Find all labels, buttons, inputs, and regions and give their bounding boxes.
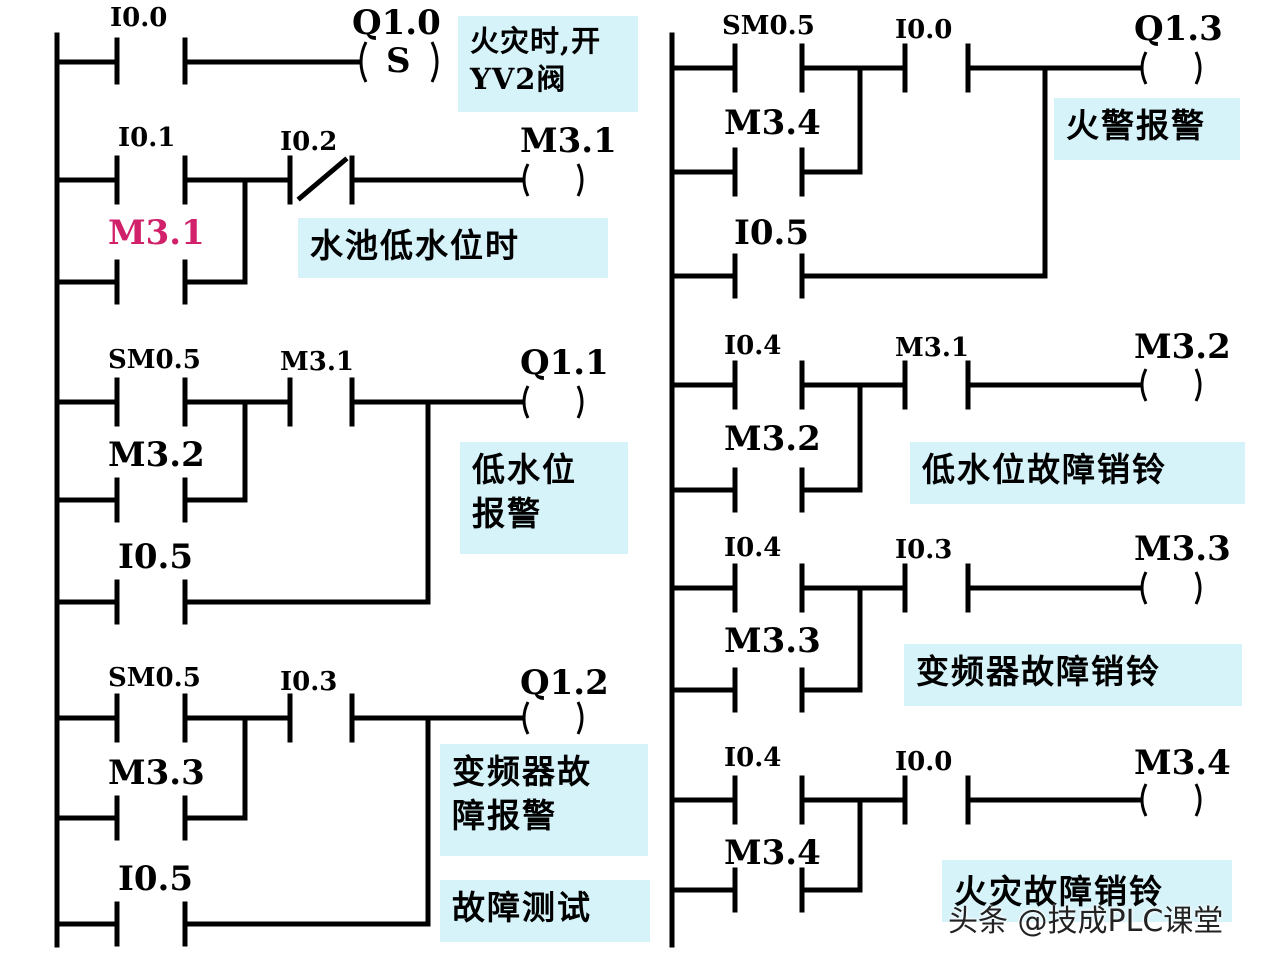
contact-label: SM0.5 [108,663,201,693]
contact-label: I0.2 [280,127,337,157]
note-low-water-fault-silence: 低水位故障销铃 [910,442,1245,504]
coil-label: M3.4 [1134,743,1231,783]
rung-8 [669,775,1202,913]
contact-label: M3.4 [724,103,821,143]
contact-label: M3.2 [724,419,821,459]
contact-label: M3.3 [108,753,205,793]
contact-label: M3.3 [724,621,821,661]
contact-label: M3.1 [895,333,969,363]
coil-label: M3.3 [1134,529,1231,569]
note-fire-open-valve: 火灾时,开 YV2阀 [458,16,638,112]
rung-3 [54,377,584,625]
rung-7 [669,563,1202,713]
watermark: 头条 @技成PLC课堂 [948,904,1224,939]
coil-label: Q1.3 [1134,9,1223,49]
contact-label: I0.0 [895,15,952,45]
note-low-water-alarm: 低水位 报警 [460,442,628,554]
note-inverter-fault-silence: 变频器故障销铃 [904,644,1242,706]
contact-label: SM0.5 [722,11,815,41]
contact-label-highlighted: M3.1 [108,213,205,253]
contact-label: I0.4 [724,743,781,773]
contact-label: I0.0 [895,747,952,777]
rung-2 [54,155,584,305]
note-inverter-fault-alarm: 变频器故 障报警 [440,744,648,856]
contact-label: I0.1 [118,123,175,153]
contact-label: I0.3 [280,667,337,697]
contact-label: I0.5 [118,859,193,899]
rung-6 [669,360,1202,513]
contact-label: I0.4 [724,331,781,361]
coil-label: Q1.1 [520,343,609,383]
note-low-water-level: 水池低水位时 [298,218,608,278]
contact-label: I0.0 [110,3,167,33]
note-fire-fault-silence: 火灾故障销铃 [942,860,1232,922]
coil-set-label: S [386,41,411,81]
rung-1 [54,37,439,85]
contact-label: I0.4 [724,533,781,563]
rung-4 [54,693,584,947]
contact-label: M3.1 [280,347,354,377]
contact-label: I0.3 [895,535,952,565]
contact-label: M3.2 [108,435,205,475]
rung-5 [669,43,1202,299]
contact-label: I0.5 [118,537,193,577]
contact-label: I0.5 [734,213,809,253]
coil-label: M3.1 [520,121,617,161]
coil-label: Q1.0 [352,3,441,43]
coil-label: M3.2 [1134,327,1231,367]
coil-label: Q1.2 [520,663,609,703]
contact-label: M3.4 [724,833,821,873]
contact-label: SM0.5 [108,345,201,375]
note-fault-test: 故障测试 [440,880,650,942]
note-fire-alarm: 火警报警 [1054,98,1240,160]
